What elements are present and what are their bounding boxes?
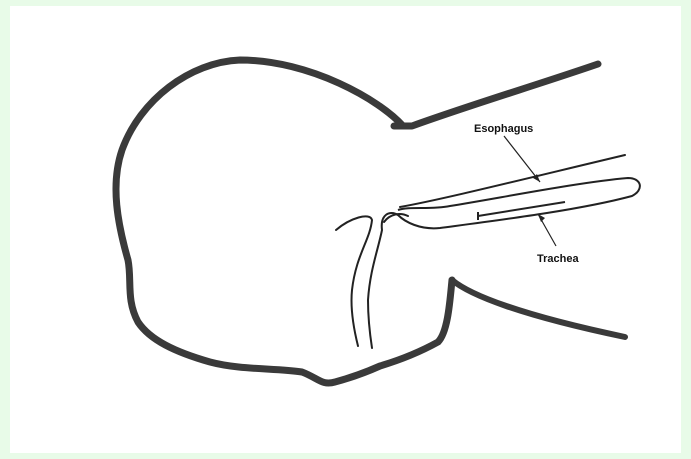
trachea-label: Trachea (537, 253, 579, 265)
pharynx-inner-curve (368, 213, 398, 348)
esophagus-line (400, 155, 625, 207)
esophagus-label: Esophagus (474, 123, 533, 135)
trachea-inner-line (478, 202, 565, 216)
lower-neck-line (452, 280, 625, 337)
upper-neck-line (394, 64, 598, 126)
pharynx-outer-curve (336, 216, 372, 346)
esophagus-leader-line (504, 136, 540, 182)
head-outline (116, 60, 452, 383)
trachea-arrowhead (538, 214, 545, 222)
trachea-tube (398, 178, 640, 228)
